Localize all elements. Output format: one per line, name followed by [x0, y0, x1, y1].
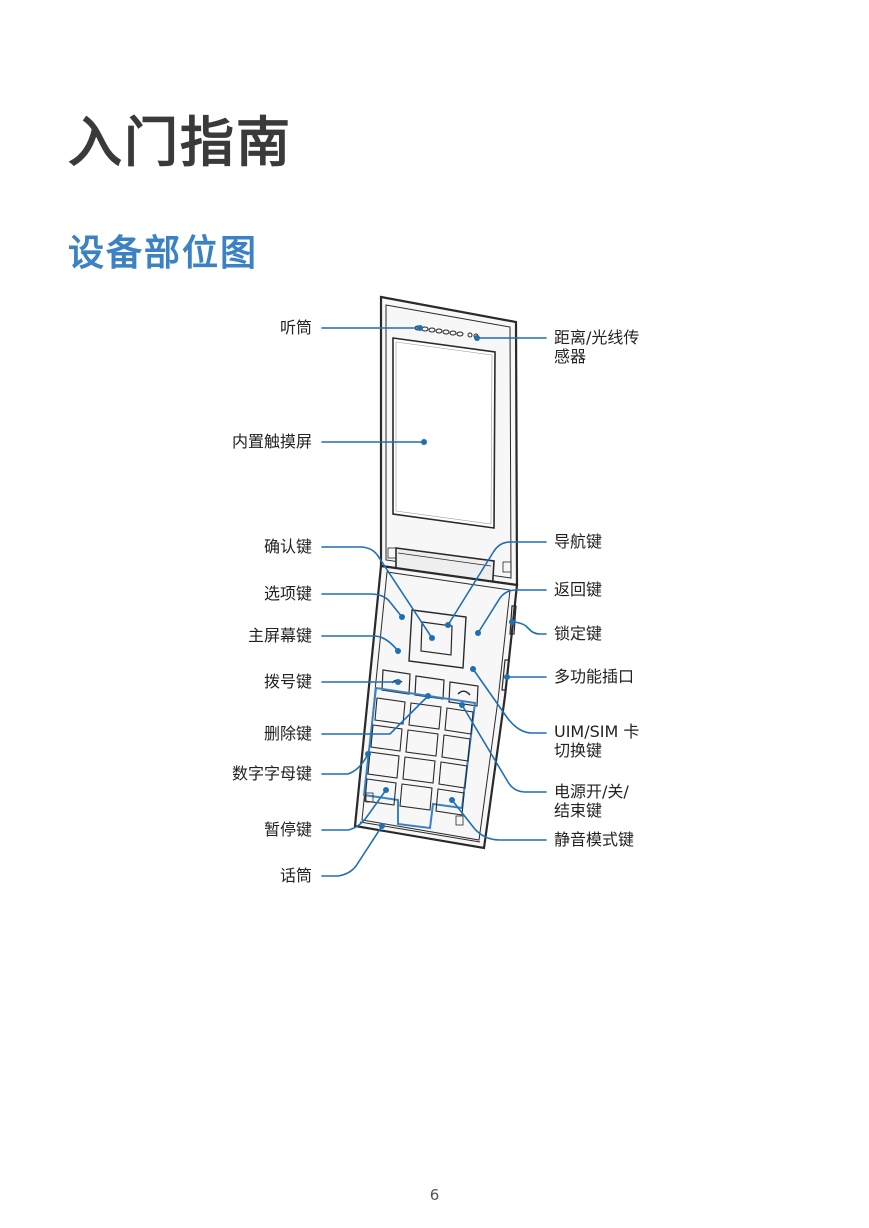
label-proximity-sensor-line2: 感器	[554, 347, 587, 366]
label-inner-touchscreen: 内置触摸屏	[231, 432, 312, 451]
callout-lines	[321, 327, 547, 877]
callout-back	[477, 589, 547, 634]
label-microphone: 话筒	[279, 866, 312, 885]
callout-navigation	[447, 541, 547, 626]
callout-lock	[511, 621, 547, 635]
callout-silent	[451, 799, 547, 841]
flip-top-inner	[385, 304, 512, 579]
label-dial-key: 拨号键	[263, 672, 312, 691]
label-multipurpose-jack: 多功能插口	[554, 667, 635, 686]
end-key-shape	[448, 681, 479, 707]
chapter-title: 入门指南	[68, 111, 292, 174]
label-back-key: 返回键	[554, 580, 603, 599]
label-navigation-key: 导航键	[554, 532, 603, 551]
label-sim-switch-line1: UIM/SIM 卡	[554, 722, 640, 741]
label-proximity-sensor-line1: 距离/光线传	[554, 328, 640, 347]
callout-alnum	[321, 753, 369, 775]
nav-pad-inner	[420, 621, 453, 656]
label-options-key: 选项键	[263, 584, 312, 603]
label-silent-mode-key: 静音模式键	[554, 830, 635, 849]
callout-home	[321, 635, 399, 652]
side-jack-shape	[501, 659, 510, 691]
callout-confirm	[321, 546, 433, 639]
callout-sim	[472, 668, 547, 734]
label-power-end-line2: 结束键	[554, 801, 603, 820]
label-home-key: 主屏幕键	[247, 626, 312, 645]
label-earpiece: 听筒	[279, 318, 312, 337]
label-alphanumeric-keys: 数字字母键	[231, 764, 312, 783]
phone-illustration	[353, 295, 519, 850]
label-sim-switch-line2: 切换键	[554, 741, 603, 760]
label-confirm-key: 确认键	[263, 537, 312, 556]
nav-pad-outer	[408, 609, 467, 669]
section-title: 设备部位图	[68, 233, 259, 274]
keypad-highlight	[362, 686, 477, 830]
label-lock-key: 锁定键	[554, 624, 603, 643]
label-delete-key: 删除键	[263, 724, 312, 743]
callout-pause	[321, 789, 387, 831]
callout-options	[321, 593, 403, 618]
label-pause-key: 暂停键	[263, 820, 312, 839]
callout-delete	[321, 695, 429, 735]
label-power-end-line1: 电源开/关/	[554, 782, 629, 801]
callout-mic	[321, 825, 383, 877]
callout-power	[461, 704, 547, 793]
inner-screen	[392, 337, 496, 529]
page-number: 6	[429, 1186, 440, 1204]
callout-dots	[365, 325, 515, 829]
